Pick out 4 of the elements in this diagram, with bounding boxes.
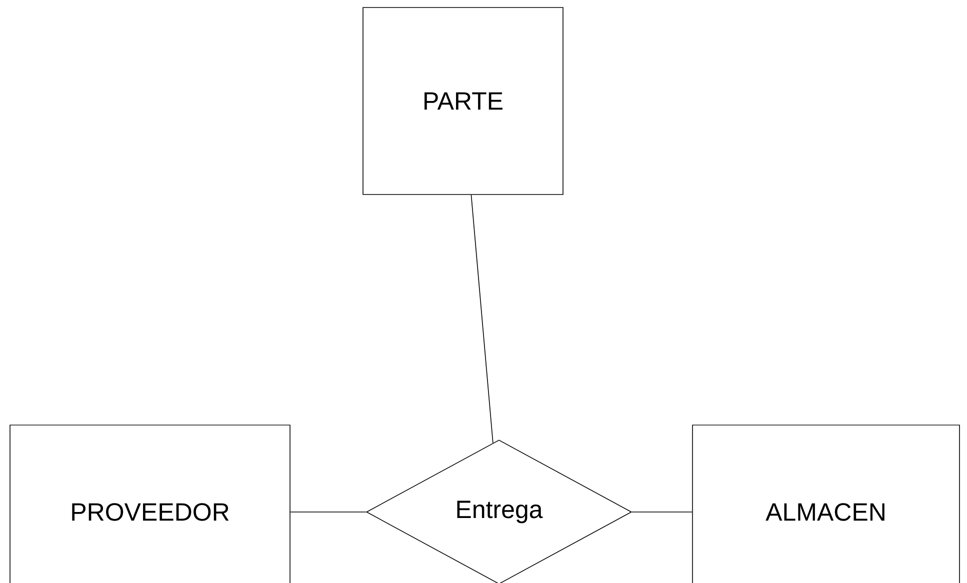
- connector-line: [470, 194, 494, 444]
- entity-box: PROVEEDOR: [10, 424, 290, 583]
- entity-box: ALMACEN: [692, 424, 960, 583]
- entity-box: PARTE: [362, 7, 564, 195]
